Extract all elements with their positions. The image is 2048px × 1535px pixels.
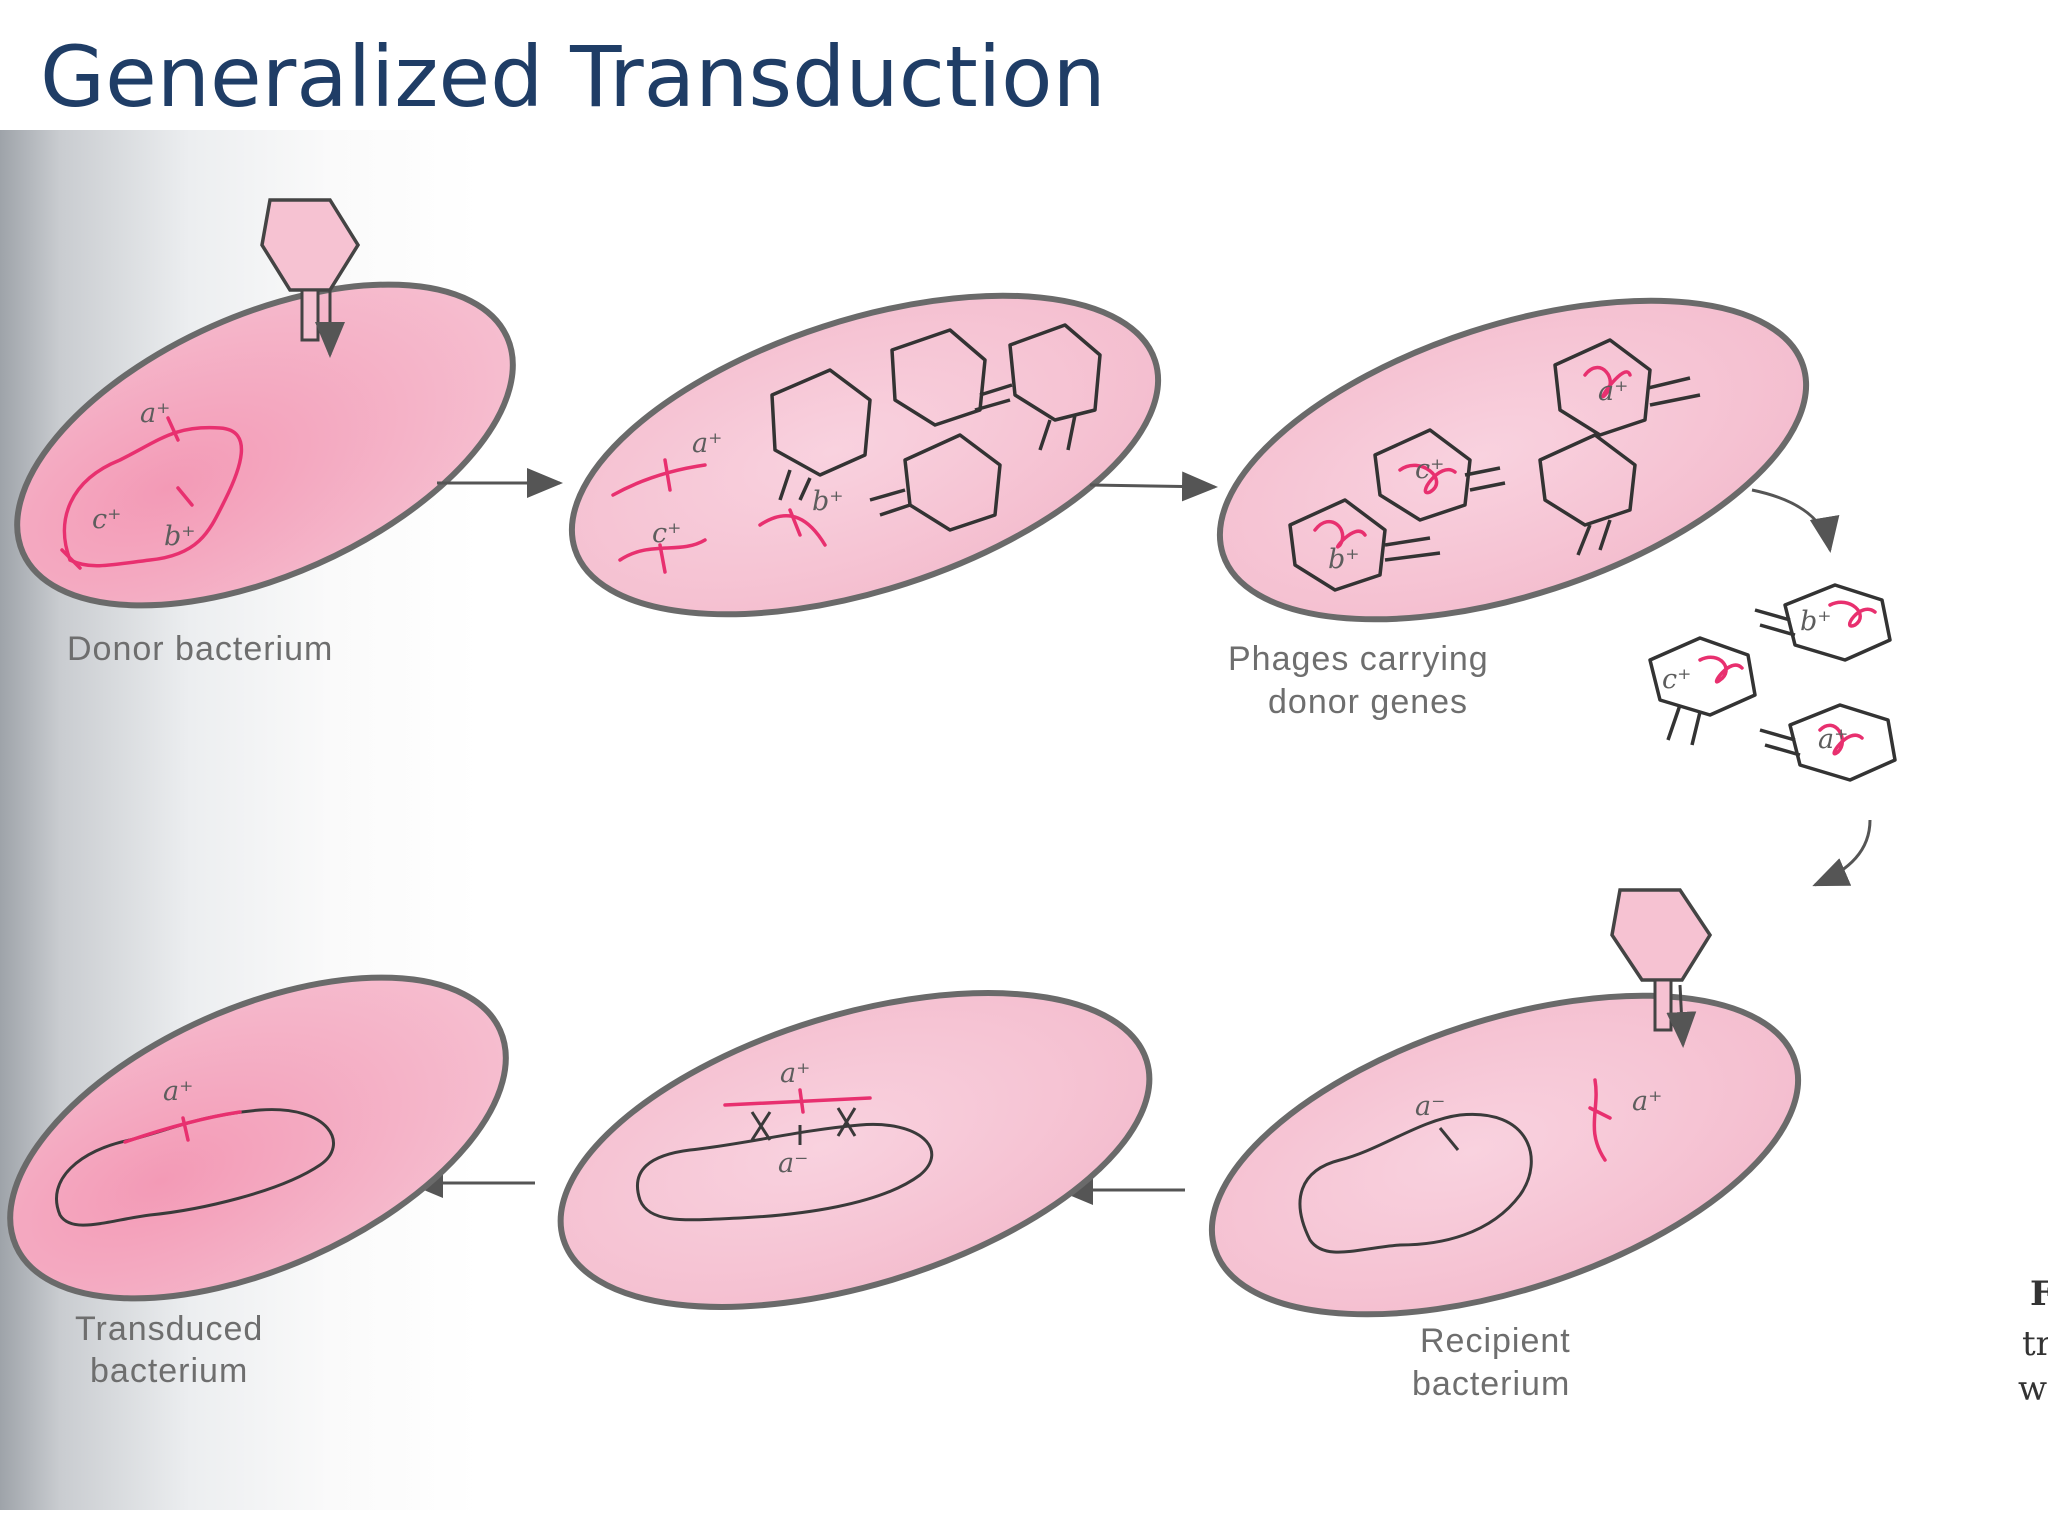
dna-fragment-b — [758, 514, 827, 547]
phages-label-line2: donor genes — [1268, 683, 1468, 721]
recipient-label-line2: bacterium — [1412, 1365, 1570, 1403]
recipient-cell — [1208, 992, 1802, 1318]
incoming-dna-a — [1588, 1078, 1612, 1162]
gene-b-plus-label: b⁺ — [164, 521, 196, 552]
recombination-chromosome — [636, 1122, 934, 1222]
phage-c-icon — [1648, 636, 1757, 746]
transduced-cell — [7, 974, 509, 1302]
recombination-cell: a⁺ a⁻ — [557, 990, 1153, 1310]
gene-c-plus-label: c⁺ — [92, 504, 121, 535]
page-title: Generalized Transduction — [40, 28, 1106, 126]
recipient-chromosome — [1298, 1112, 1533, 1254]
gene-a-plus-label: a⁺ — [1632, 1086, 1662, 1117]
dna-fragment-mark — [658, 543, 667, 574]
donor-bacterium-label: Donor bacterium — [67, 630, 333, 668]
transduced-label-line1: Transduced — [75, 1310, 263, 1348]
arrow-infect-recipient — [1812, 819, 1872, 887]
donor-fragment — [723, 1088, 872, 1114]
released-phages: b⁺ c⁺ a⁺ — [1648, 583, 1897, 782]
gene-a-plus-label: a⁺ — [140, 398, 170, 429]
lysing-cell: a⁺ c⁺ b⁺ — [1216, 297, 1810, 623]
cropped-caption-3: w — [2018, 1369, 2047, 1409]
gene-a-plus-label: a⁺ — [692, 428, 722, 459]
phage-b-icon — [1754, 583, 1892, 662]
phage-heads-icon — [1288, 338, 1701, 592]
gene-b-plus-label: b⁺ — [1800, 606, 1832, 637]
recipient-gene-mark — [1438, 1127, 1460, 1151]
recipient-label-line1: Recipient — [1420, 1322, 1571, 1360]
recombined-gene-a — [123, 1110, 242, 1144]
arrow-release — [1751, 488, 1840, 553]
recombination-cell-body — [557, 990, 1153, 1310]
dna-fragment-mark — [788, 508, 802, 537]
infecting-phage-icon — [260, 198, 361, 358]
gene-b-plus-label: b⁺ — [1328, 544, 1360, 575]
gene-c-plus-label: c⁺ — [1415, 454, 1444, 485]
gene-a-plus-label: a⁺ — [1598, 376, 1628, 407]
cropped-caption-2: tr — [2022, 1324, 2048, 1364]
gene-c-plus-label: c⁺ — [652, 518, 681, 549]
crossover-marks — [750, 1107, 857, 1145]
recipient-bacterium: a⁻ a⁺ — [1208, 888, 1802, 1318]
donor-bacterium: a⁺ c⁺ b⁺ — [14, 198, 516, 609]
donor-chromosome — [62, 425, 244, 568]
transduced-bacterium: a⁺ — [7, 974, 509, 1302]
dna-fragment-a — [611, 463, 707, 497]
lysing-cell-body — [1216, 297, 1810, 623]
infecting-phage-icon — [1610, 888, 1713, 1048]
arrow-step-2 — [1089, 471, 1218, 502]
cropped-caption-1: F — [2030, 1274, 2048, 1314]
transduced-label-line2: bacterium — [90, 1352, 248, 1390]
gene-c-plus-label: c⁺ — [1662, 664, 1691, 695]
gene-a-minus-label: a⁻ — [778, 1148, 808, 1179]
empty-phage-heads-icon — [770, 323, 1102, 532]
infected-cell: a⁺ c⁺ b⁺ — [568, 292, 1162, 618]
gene-a-plus-label: a⁺ — [1818, 724, 1848, 755]
gene-b-plus-label: b⁺ — [812, 486, 844, 517]
phages-label-line1: Phages carrying — [1228, 640, 1489, 678]
dna-fragment-c — [618, 538, 707, 562]
dna-fragment-mark — [663, 458, 672, 492]
donor-gene-marks — [60, 416, 194, 570]
phage-a-icon — [1759, 703, 1897, 782]
gene-a-minus-label: a⁻ — [1415, 1091, 1445, 1122]
transduced-chromosome — [55, 1108, 335, 1227]
gene-a-plus-label: a⁺ — [163, 1076, 193, 1107]
donor-cell — [14, 281, 516, 609]
gene-a-plus-label: a⁺ — [780, 1058, 810, 1089]
